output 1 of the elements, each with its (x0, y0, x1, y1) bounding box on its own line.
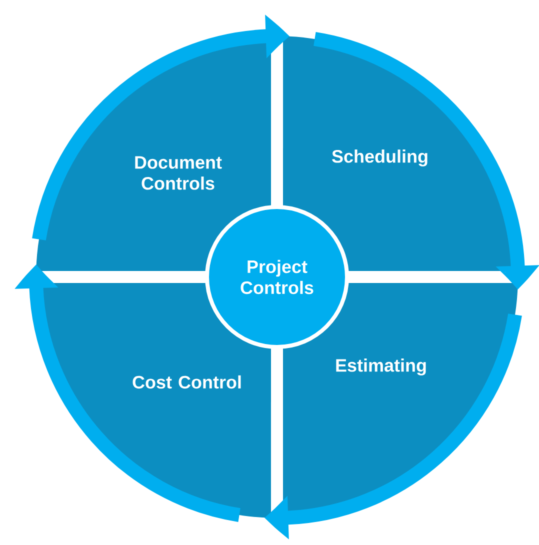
cycle-arrow (313, 32, 536, 288)
